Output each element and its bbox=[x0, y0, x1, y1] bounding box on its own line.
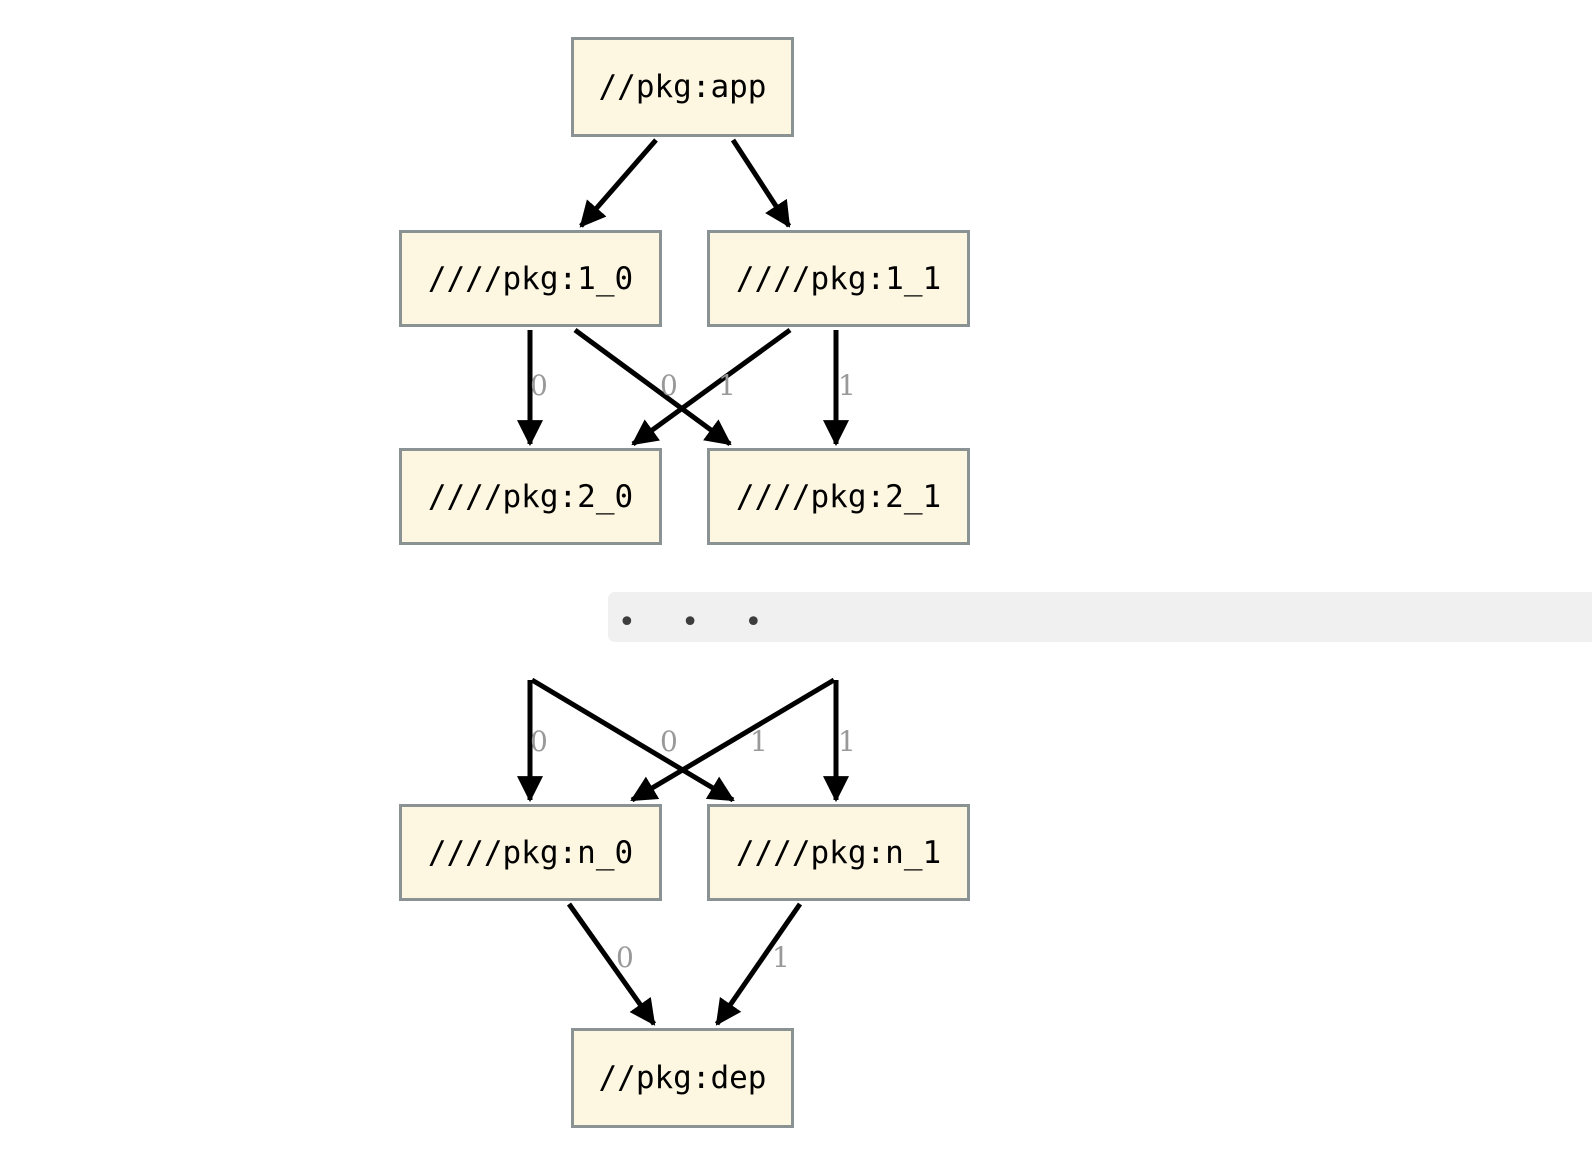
edge-label-1_1-2_0: 1 bbox=[718, 369, 736, 402]
node-pkg-n_0[interactable]: ////pkg:n_0 bbox=[399, 804, 662, 901]
edge-n_0-to-dep bbox=[566, 902, 657, 1026]
edge-label-n_0-dep: 0 bbox=[616, 941, 634, 974]
edge-label-1_1-2_1: 1 bbox=[838, 369, 856, 402]
edge-label-above-n_1: 0 bbox=[660, 725, 678, 758]
edge-1_1-to-2_0 bbox=[631, 327, 792, 447]
node-pkg-dep[interactable]: //pkg:dep bbox=[571, 1028, 794, 1128]
edge-above-to-n_0-cross bbox=[630, 677, 836, 803]
edge-1_0-to-2_1 bbox=[573, 327, 732, 447]
edge-app-to-1_1 bbox=[730, 138, 792, 228]
node-pkg-2_1[interactable]: ////pkg:2_1 bbox=[707, 448, 970, 545]
edge-app-to-1_0 bbox=[579, 138, 658, 228]
edge-label-above-n_1-straight: 1 bbox=[838, 725, 856, 758]
edge-label-above-n_0: 0 bbox=[530, 725, 548, 758]
node-pkg-n_1[interactable]: ////pkg:n_1 bbox=[707, 804, 970, 901]
ellipsis-dots: • • • bbox=[618, 605, 781, 640]
edge-label-n_1-dep: 1 bbox=[772, 941, 790, 974]
edge-label-above-n_0-cross: 1 bbox=[750, 725, 768, 758]
edge-label-1_0-2_0: 0 bbox=[530, 369, 548, 402]
elided-section-band: • • • bbox=[608, 592, 1592, 642]
node-pkg-2_0[interactable]: ////pkg:2_0 bbox=[399, 448, 662, 545]
node-pkg-1_1[interactable]: ////pkg:1_1 bbox=[707, 230, 970, 327]
edge-above-to-n_1 bbox=[530, 677, 735, 803]
node-pkg-1_0[interactable]: ////pkg:1_0 bbox=[399, 230, 662, 327]
edge-n_1-to-dep bbox=[714, 902, 803, 1026]
node-pkg-app[interactable]: //pkg:app bbox=[571, 37, 794, 137]
edge-label-1_0-2_1: 0 bbox=[660, 369, 678, 402]
